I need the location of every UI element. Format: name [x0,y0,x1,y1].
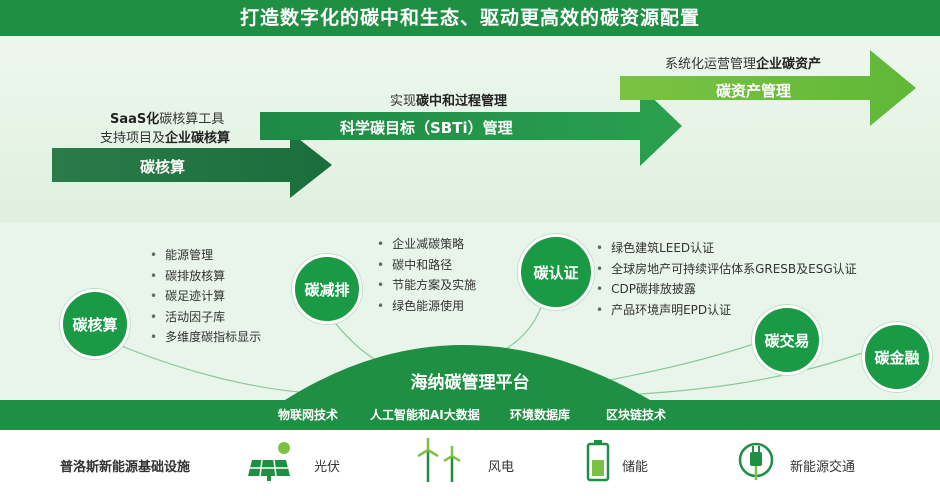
list-item: 绿色能源使用 [377,296,476,317]
infra-storage-label: 储能 [622,460,649,475]
list-carbon-accounting: 能源管理 碳排放核算 碳足迹计算 活动因子库 多维度碳指标显示 [150,245,261,348]
infra-ev-label: 新能源交通 [790,460,856,475]
arrow-carbon-asset [620,50,916,126]
list-item: 能源管理 [150,245,261,266]
list-item: 活动因子库 [150,307,261,328]
list-item: 多维度碳指标显示 [150,327,261,348]
list-item: 产品环境声明EPD认证 [596,300,857,321]
list-carbon-certification: 绿色建筑LEED认证 全球房地产可持续评估体系GRESB及ESG认证 CDP碳排… [596,238,857,320]
tech-iot: 物联网技术 [278,408,339,422]
list-item: 节能方案及实施 [377,275,476,296]
list-item: 企业减碳策略 [377,234,476,255]
platform-title: 海纳碳管理平台 [410,373,530,393]
infrastructure-title: 普洛斯新能源基础设施 [60,460,191,475]
list-item: 碳中和路径 [377,255,476,276]
node-carbon-accounting: 碳核算 [60,289,130,359]
connector-line-4 [609,341,761,381]
arrow-sbti [260,86,682,166]
arrow-carbon-accounting [52,132,332,198]
tech-env-database: 环境数据库 [510,408,571,422]
carbon-accounting-label: 碳核算 [140,158,186,176]
node-carbon-certification: 碳认证 [518,234,594,310]
ev-charging-icon [738,442,774,480]
connector-line-5 [639,351,866,395]
tech-blockchain: 区块链技术 [606,408,667,422]
solar-panel-icon [248,442,290,481]
realize-process-text: 实现碳中和过程管理 [390,94,508,109]
infra-wind-label: 风电 [488,460,515,475]
systematic-ops-text: 系统化运营管理企业碳资产 [665,57,822,72]
list-item: CDP碳排放披露 [596,279,857,300]
carbon-asset-label: 碳资产管理 [716,82,792,100]
list-carbon-reduction: 企业减碳策略 碳中和路径 节能方案及实施 绿色能源使用 [377,234,476,316]
wind-turbine-icon [417,438,461,482]
node-carbon-finance: 碳金融 [862,322,932,392]
node-carbon-reduction: 碳减排 [292,254,362,324]
list-item: 绿色建筑LEED认证 [596,238,857,259]
list-item: 碳排放核算 [150,266,261,287]
tech-bar [0,400,940,430]
battery-icon [586,440,610,482]
dome [285,345,650,400]
list-item: 碳足迹计算 [150,286,261,307]
sbti-label: 科学碳目标（SBTi）管理 [340,119,513,137]
tech-ai-bigdata: 人工智能和AI大数据 [370,408,480,422]
stage-arrows [52,50,916,198]
title-bar [0,0,940,36]
node-carbon-trading: 碳交易 [752,305,822,375]
saas-tool-text: SaaS化碳核算工具 [110,112,225,127]
list-item: 全球房地产可持续评估体系GRESB及ESG认证 [596,259,857,280]
page-title: 打造数字化的碳中和生态、驱动更高效的碳资源配置 [239,7,700,29]
infrastructure-bar [0,430,940,496]
project-enterprise-text: 支持项目及企业碳核算 [100,131,231,146]
infra-solar-label: 光伏 [314,460,341,475]
